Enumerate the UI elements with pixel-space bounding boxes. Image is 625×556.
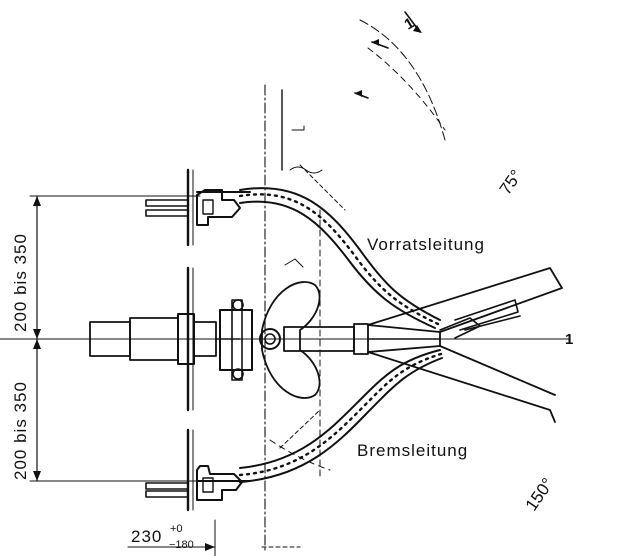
lower-coupling-head	[145, 465, 251, 501]
swing-arc-upper	[359, 19, 446, 141]
rear-cross-member	[186, 168, 194, 512]
vertical-dimension-line	[29, 195, 201, 482]
marker-axis: 1	[565, 331, 573, 348]
supply-line-hose	[238, 187, 441, 329]
drawbar-right	[283, 323, 441, 355]
swing-arrows	[354, 11, 422, 99]
drawbar-left	[89, 313, 241, 365]
horizontal-dimension-line	[127, 519, 301, 556]
upper-coupling-head	[145, 189, 251, 226]
drawbar-eye	[261, 281, 321, 399]
detail-marks	[284, 125, 323, 268]
angle-guide-150	[279, 409, 321, 449]
coupling-jaw	[219, 299, 281, 381]
label-dim-horizontal-sup: +0	[170, 523, 183, 535]
label-supply-line: Vorratsleitung	[367, 235, 485, 254]
label-angle-150: 150°	[522, 475, 558, 515]
trailer-drawbar-frame	[367, 267, 563, 423]
swing-arc-middle	[367, 47, 446, 131]
label-brake-line: Bremsleitung	[357, 441, 468, 460]
brake-line-hose	[238, 349, 443, 483]
label-dim-horizontal-sub: −180	[169, 539, 194, 551]
drawbar-hose-brackets	[439, 299, 521, 339]
label-dim-lower: 200 bis 350	[11, 381, 30, 480]
label-dim-horizontal: 230	[131, 527, 162, 546]
angle-guide-75	[299, 164, 346, 211]
label-angle-75: 75°	[496, 166, 526, 198]
label-dim-upper: 200 bis 350	[11, 233, 30, 332]
